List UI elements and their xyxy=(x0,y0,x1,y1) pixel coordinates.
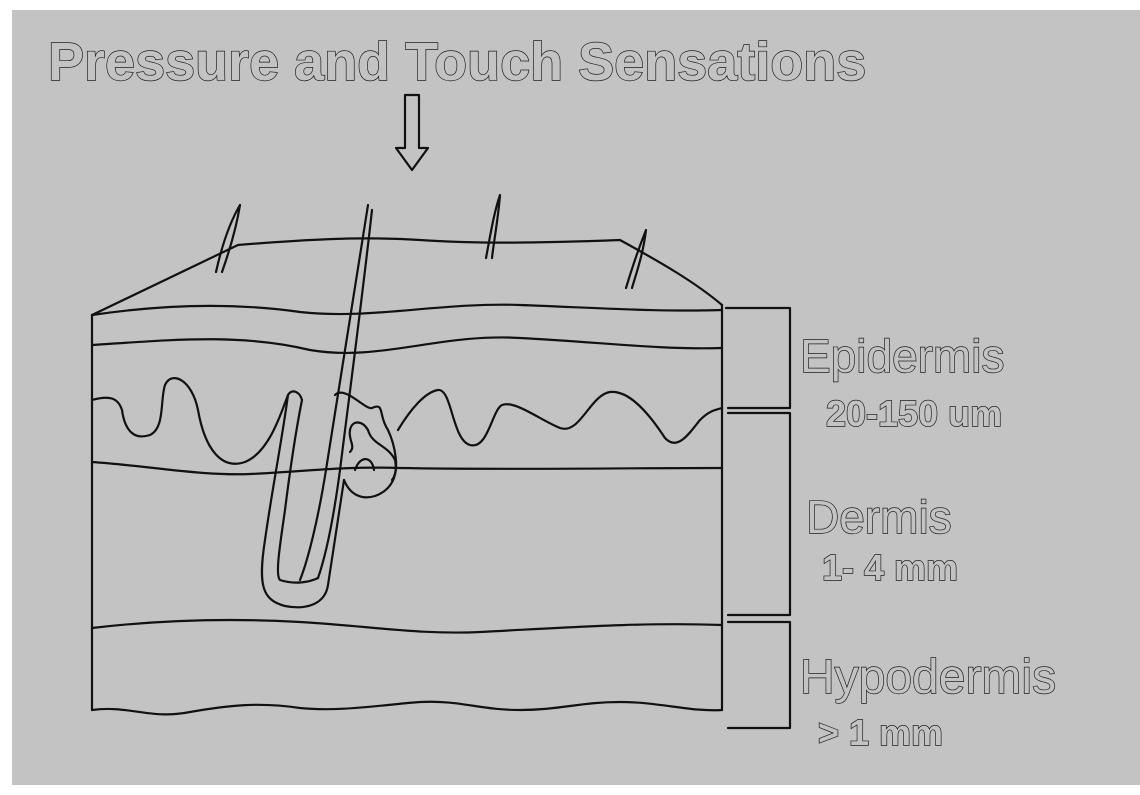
layer-thickness-epidermis: 20-150 um xyxy=(826,393,1002,434)
diagram-title: Pressure and Touch Sensations xyxy=(48,32,866,92)
hypodermis-bracket xyxy=(726,620,792,730)
layer-thickness-dermis: 1- 4 mm xyxy=(822,547,958,588)
hair-follicle xyxy=(260,203,397,609)
layer-name-hypodermis: Hypodermis xyxy=(800,651,1056,704)
down-arrow-icon xyxy=(394,93,430,172)
diagram-panel xyxy=(12,10,1140,785)
layer-thickness-hypodermis: > 1 mm xyxy=(818,712,943,753)
layer-name-epidermis: Epidermis xyxy=(800,330,1005,382)
surface-hairs xyxy=(214,193,648,290)
layer-brackets xyxy=(724,306,792,730)
skin-block xyxy=(90,237,724,716)
dermis-bracket xyxy=(726,411,792,617)
layer-name-dermis: Dermis xyxy=(806,491,952,543)
epidermis-bracket xyxy=(724,306,792,410)
